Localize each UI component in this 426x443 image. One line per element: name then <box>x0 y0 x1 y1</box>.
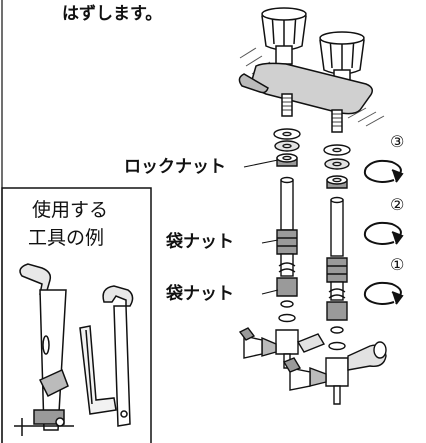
basin-wrench-icon <box>14 263 74 436</box>
washer-stack-right <box>323 144 351 189</box>
rotation-arrow-3-icon <box>363 159 404 183</box>
leader-lines <box>243 159 279 295</box>
instruction-text: はずします。 <box>62 4 163 24</box>
hex-key-icon <box>79 325 117 415</box>
flat-wrench-icon <box>102 285 134 427</box>
supply-pipe-right <box>326 196 348 351</box>
tools-box-title-line2: 工具の例 <box>28 227 105 249</box>
washer-stack-left <box>273 128 301 167</box>
bag-nut-lower-label: 袋ナット <box>166 284 234 304</box>
step-2-number: ② <box>390 195 405 214</box>
tools-box-frame <box>1 187 152 443</box>
stop-valve-right <box>282 341 387 405</box>
tools-box-title-line1: 使用する <box>32 199 109 221</box>
faucet-body <box>238 7 385 133</box>
step-3-number: ③ <box>390 132 405 151</box>
bag-nut-upper-label: 袋ナット <box>166 232 234 252</box>
rotation-arrow-1-icon <box>363 281 404 305</box>
bag-nut-upper-leader <box>261 239 279 244</box>
lock-nut-leader <box>243 159 279 168</box>
rotation-arrow-2-icon <box>363 221 404 245</box>
stop-valve-left <box>238 327 326 369</box>
step-1-number: ① <box>390 255 405 274</box>
bag-nut-lower-leader <box>261 289 279 295</box>
lock-nut-label: ロックナット <box>124 157 226 177</box>
supply-pipe-left <box>276 176 298 323</box>
